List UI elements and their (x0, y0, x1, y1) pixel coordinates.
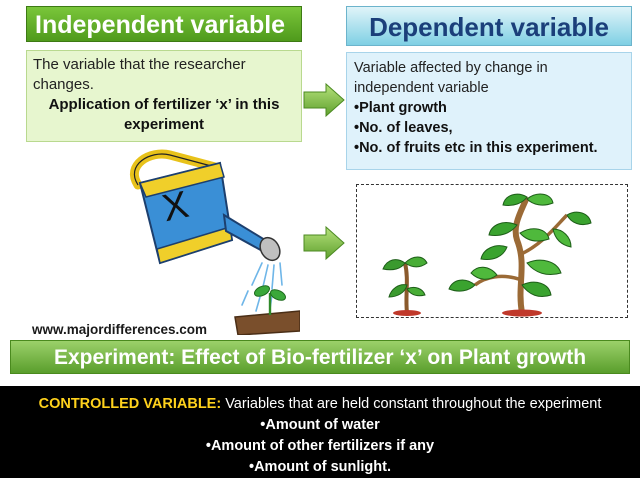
independent-variable-desc: The variable that the researcher changes… (33, 56, 246, 93)
dependent-item-1: •Plant growth (354, 100, 447, 116)
right-arrow-icon (303, 225, 345, 261)
dependent-item-3: •No. of fruits etc in this experiment. (354, 140, 598, 156)
website-url: www.majordifferences.com (32, 322, 208, 337)
dependent-variable-desc: Variable affected by change in independe… (354, 60, 548, 96)
independent-variable-example: Application of fertilizer ‘x’ in this ex… (48, 96, 280, 133)
controlled-variable-label: CONTROLLED VARIABLE: (38, 396, 222, 412)
dependent-variable-box: Variable affected by change in independe… (346, 52, 632, 170)
plant-growth-illustration (356, 184, 628, 318)
dependent-item-2: •No. of leaves, (354, 120, 453, 136)
controlled-item-2: •Amount of other fertilizers if any (205, 438, 435, 454)
controlled-variable-desc: Variables that are held constant through… (221, 396, 602, 412)
watering-can-icon (130, 149, 300, 335)
controlled-item-3: •Amount of sunlight. (249, 459, 391, 475)
controlled-item-1: •Amount of water (260, 417, 380, 433)
experiment-title: Experiment: Effect of Bio-fertilizer ‘x’… (10, 340, 630, 374)
independent-variable-title: Independent variable (26, 6, 302, 42)
controlled-variable-panel: CONTROLLED VARIABLE: Variables that are … (0, 386, 640, 478)
dependent-variable-title: Dependent variable (346, 6, 632, 46)
plants-icon (382, 193, 592, 317)
independent-variable-box: The variable that the researcher changes… (26, 50, 302, 142)
right-arrow-icon (303, 82, 345, 118)
